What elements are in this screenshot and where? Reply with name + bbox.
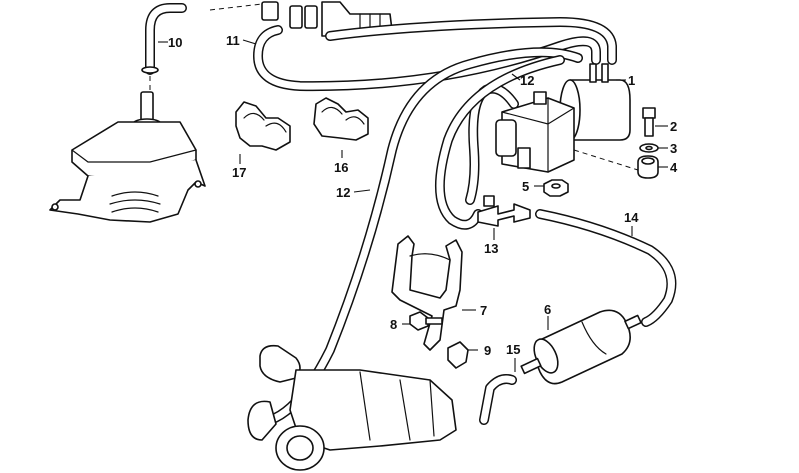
hose-upper-long <box>325 17 617 65</box>
dash-line-top <box>209 3 263 11</box>
callout-12-upper: 12 <box>520 73 534 88</box>
pump-assembly <box>247 344 457 471</box>
nut-5 <box>543 179 569 197</box>
hose-11 <box>253 25 601 92</box>
callout-17: 17 <box>232 165 246 180</box>
callout-11: 11 <box>226 33 240 48</box>
hose-12-short <box>465 83 519 205</box>
grommet-4 <box>637 155 659 179</box>
callout-13: 13 <box>484 241 498 256</box>
transducer-block <box>495 91 575 173</box>
hose-lower-loop <box>435 55 565 230</box>
fuel-filter-6 <box>520 309 642 385</box>
hose-15 <box>479 374 517 425</box>
t-connector-13 <box>477 195 531 227</box>
callout-15: 15 <box>506 342 520 357</box>
screw-2 <box>642 107 656 137</box>
callout-16: 16 <box>334 160 348 175</box>
callout-10: 10 <box>168 35 182 50</box>
bracket-7 <box>391 235 463 351</box>
callout-4: 4 <box>670 160 678 175</box>
callout-8: 8 <box>390 317 397 332</box>
hose-12-long <box>265 47 583 425</box>
clip-9 <box>447 341 469 369</box>
leader-lines <box>158 39 668 372</box>
screw-8 <box>409 311 443 331</box>
washer-3 <box>639 143 659 153</box>
callout-12-lower: 12 <box>336 185 350 200</box>
callout-6: 6 <box>544 302 551 317</box>
callout-3: 3 <box>670 141 677 156</box>
hose-10 <box>141 3 187 75</box>
callout-9: 9 <box>484 343 491 358</box>
callout-14: 14 <box>624 210 639 225</box>
clip-16 <box>313 97 369 141</box>
mount-assembly <box>49 91 206 223</box>
dash-line-4 <box>573 149 639 171</box>
hose-14 <box>535 209 677 327</box>
callout-5: 5 <box>522 179 529 194</box>
callout-7: 7 <box>480 303 487 318</box>
callout-2: 2 <box>670 119 677 134</box>
clip-17 <box>235 101 291 151</box>
callout-1: 1 <box>628 73 635 88</box>
callout-labels: 1 2 3 4 5 6 7 8 9 10 11 12 12 13 14 15 1… <box>168 33 678 358</box>
